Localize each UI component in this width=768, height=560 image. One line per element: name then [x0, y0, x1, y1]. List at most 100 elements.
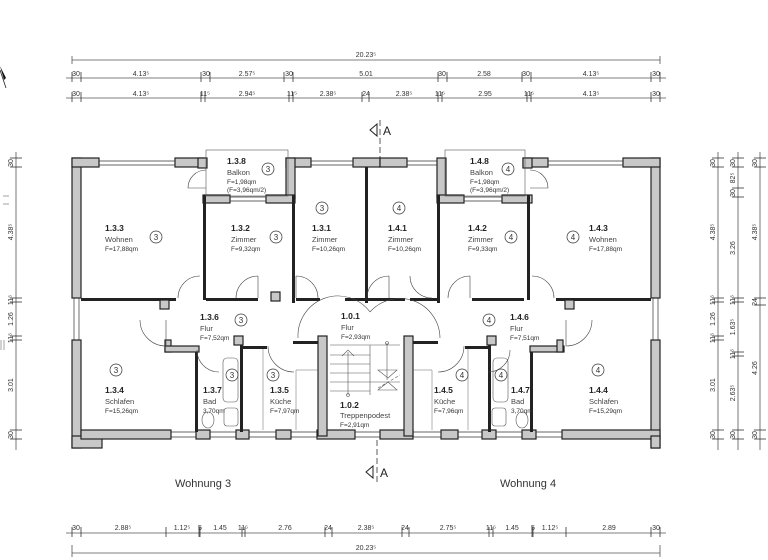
- room-1-3-4: 3 1.3.4 Schlafen F=15,26qm: [105, 363, 138, 415]
- svg-text:11⁵: 11⁵: [710, 333, 717, 343]
- svg-text:1.3.1: 1.3.1: [312, 223, 331, 233]
- svg-text:1.3.7: 1.3.7: [203, 385, 222, 395]
- svg-text:F=1,98qm: F=1,98qm: [227, 179, 256, 186]
- svg-text:11⁵: 11⁵: [8, 333, 15, 343]
- svg-text:4.13⁵: 4.13⁵: [583, 71, 600, 78]
- svg-text:1.3.8: 1.3.8: [227, 156, 246, 166]
- svg-text:1.4.3: 1.4.3: [589, 223, 608, 233]
- svg-text:4: 4: [571, 233, 576, 242]
- svg-text:Flur: Flur: [200, 324, 213, 333]
- svg-text:F=2,91qm: F=2,91qm: [340, 422, 369, 429]
- north-arrow-icon: [0, 66, 7, 89]
- svg-text:2.63⁵: 2.63⁵: [730, 385, 737, 402]
- svg-text:1.3.3: 1.3.3: [105, 223, 124, 233]
- room-1-4-7: 4 1.4.7 Bad 3,70qm: [494, 368, 533, 415]
- svg-text:2.94⁵: 2.94⁵: [239, 91, 256, 98]
- svg-text:11⁵: 11⁵: [730, 349, 737, 359]
- svg-text:5: 5: [198, 525, 202, 532]
- svg-text:1.4.1: 1.4.1: [388, 223, 407, 233]
- balconies: [205, 149, 526, 197]
- svg-text:Küche: Küche: [270, 397, 291, 406]
- svg-text:3: 3: [154, 233, 159, 242]
- svg-text:1.4.2: 1.4.2: [468, 223, 487, 233]
- svg-text:3: 3: [114, 366, 119, 375]
- svg-text:1.0.1: 1.0.1: [341, 311, 360, 321]
- svg-text:Balkon: Balkon: [470, 168, 493, 177]
- svg-text:2.88⁵: 2.88⁵: [115, 525, 132, 532]
- svg-text:2.89: 2.89: [602, 525, 616, 532]
- svg-text:1.4.4: 1.4.4: [589, 385, 608, 395]
- svg-text:4: 4: [509, 233, 514, 242]
- svg-text:1.45: 1.45: [213, 525, 227, 532]
- svg-text:Treppenpodest: Treppenpodest: [340, 411, 391, 420]
- svg-text:3: 3: [239, 316, 244, 325]
- left-dimension-chain: 30 4.38⁵ 11⁵ 1.26 11⁵ 3.01 30: [0, 152, 22, 450]
- svg-text:1.4.8: 1.4.8: [470, 156, 489, 166]
- svg-text:1.0.2: 1.0.2: [340, 400, 359, 410]
- svg-text:30: 30: [730, 159, 737, 167]
- apartment-label-3: Wohnung 3: [175, 478, 231, 490]
- svg-text:2.95: 2.95: [478, 91, 492, 98]
- svg-text:F=7,52qm: F=7,52qm: [200, 335, 229, 342]
- room-1-3-5: 3 1.3.5 Küche F=7,97qm: [266, 368, 299, 415]
- svg-text:24: 24: [324, 525, 332, 532]
- svg-text:Wohnen: Wohnen: [105, 235, 133, 244]
- svg-text:11⁵: 11⁵: [287, 91, 297, 98]
- svg-text:3: 3: [266, 165, 271, 174]
- svg-text:Zimmer: Zimmer: [468, 235, 494, 244]
- svg-text:30: 30: [730, 189, 737, 197]
- svg-text:1.3.5: 1.3.5: [270, 385, 289, 395]
- svg-text:30: 30: [710, 431, 717, 439]
- apartment-label-4: Wohnung 4: [500, 478, 556, 490]
- svg-text:4.13⁵: 4.13⁵: [583, 91, 600, 98]
- svg-text:4.13⁵: 4.13⁵: [133, 91, 150, 98]
- svg-text:Zimmer: Zimmer: [231, 235, 257, 244]
- svg-text:1.4.5: 1.4.5: [434, 385, 453, 395]
- svg-text:Zimmer: Zimmer: [312, 235, 338, 244]
- windows: [73, 160, 659, 438]
- svg-text:1.4.7: 1.4.7: [511, 385, 530, 395]
- svg-text:4: 4: [397, 204, 402, 213]
- room-1-4-8: 1.4.8 Balkon F=1,98qm (F=3,96qm/2) 4: [470, 156, 515, 194]
- svg-text:Bad: Bad: [203, 397, 216, 406]
- svg-text:2.76: 2.76: [278, 525, 292, 532]
- svg-text:Bad: Bad: [511, 397, 524, 406]
- svg-text:30: 30: [8, 431, 15, 439]
- svg-text:F=17,88qm: F=17,88qm: [105, 246, 138, 253]
- svg-text:24: 24: [362, 91, 370, 98]
- svg-text:11⁵: 11⁵: [435, 91, 445, 98]
- svg-text:F=10,26qm: F=10,26qm: [312, 246, 345, 253]
- svg-text:11⁵: 11⁵: [710, 295, 717, 305]
- room-1-4-3: 4 1.4.3 Wohnen F=17,88qm: [566, 223, 622, 253]
- svg-text:24: 24: [752, 298, 759, 306]
- svg-text:F=7,51qm: F=7,51qm: [510, 335, 539, 342]
- bottom-dimension-chain: 30 2.88⁵ 1.12⁵ 5 1.45 11⁵ 2.76 24 2.38⁵ …: [66, 525, 666, 557]
- svg-text:4.38⁵: 4.38⁵: [752, 224, 759, 241]
- svg-text:F=15,29qm: F=15,29qm: [589, 408, 622, 415]
- svg-text:Zimmer: Zimmer: [388, 235, 414, 244]
- svg-text:F=10,26qm: F=10,26qm: [388, 246, 421, 253]
- svg-text:1.3.2: 1.3.2: [231, 223, 250, 233]
- svg-text:4.13⁵: 4.13⁵: [133, 71, 150, 78]
- room-1-3-3: 1.3.3 Wohnen F=17,88qm 3: [105, 223, 163, 253]
- svg-text:11⁵: 11⁵: [200, 91, 210, 98]
- svg-text:Wohnen: Wohnen: [589, 235, 617, 244]
- svg-text:4: 4: [506, 165, 511, 174]
- dim-bottom-total: 20.23⁵: [356, 545, 377, 552]
- svg-text:4.26: 4.26: [752, 361, 759, 375]
- svg-text:30: 30: [710, 159, 717, 167]
- svg-text:Schlafen: Schlafen: [105, 397, 134, 406]
- svg-text:30: 30: [752, 159, 759, 167]
- room-1-0-1: 1.0.1 Flur F=2,93qm: [341, 311, 370, 341]
- svg-text:30: 30: [730, 431, 737, 439]
- svg-text:3.01: 3.01: [8, 378, 15, 392]
- right-dimension-chains: 30 4.38⁵ 11⁵ 1.26 11⁵ 3.01 30 30 82⁵ 30 …: [710, 152, 766, 450]
- svg-text:82⁵: 82⁵: [730, 173, 737, 184]
- svg-text:1.3.4: 1.3.4: [105, 385, 124, 395]
- svg-text:2.38⁵: 2.38⁵: [396, 91, 413, 98]
- svg-text:2.38⁵: 2.38⁵: [358, 525, 375, 532]
- svg-text:3: 3: [230, 371, 235, 380]
- svg-text:Flur: Flur: [341, 323, 354, 332]
- svg-text:11⁵: 11⁵: [730, 295, 737, 305]
